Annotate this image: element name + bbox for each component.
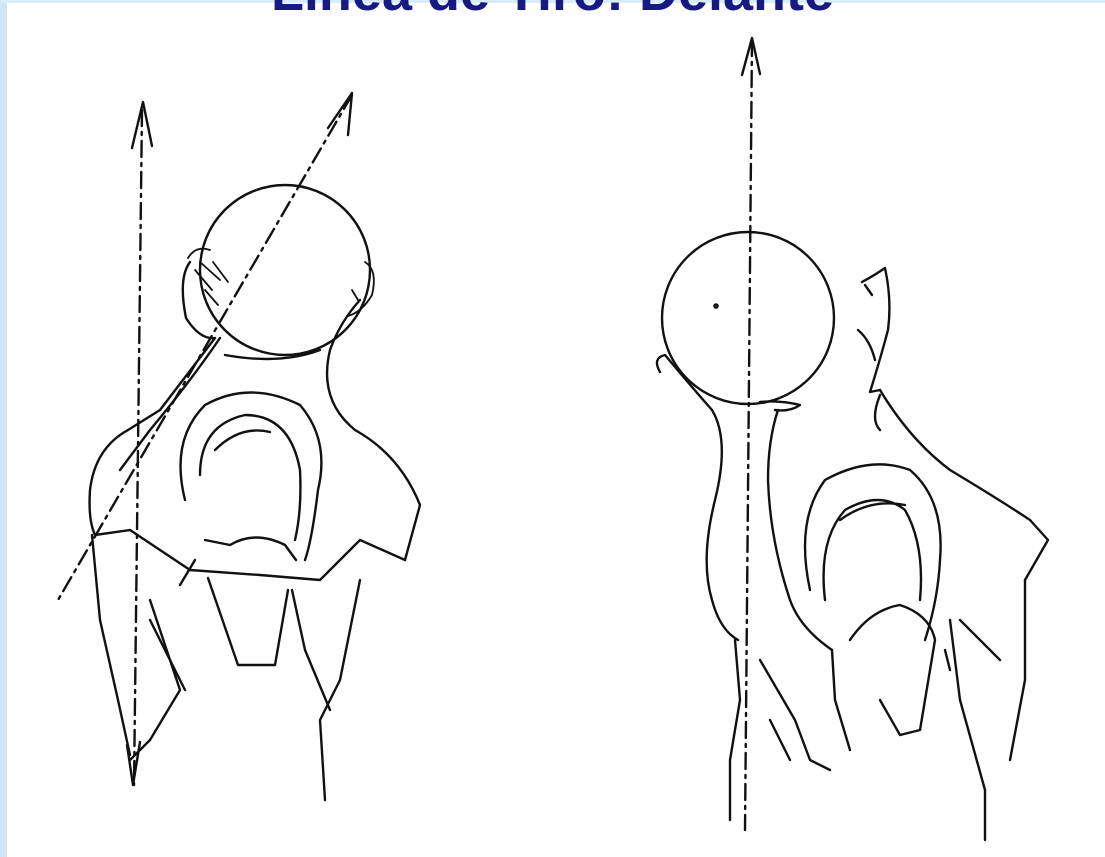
left-diagonal-pull-line [58, 95, 352, 600]
right-body-far-right [1010, 580, 1025, 760]
right-arm-outer [707, 410, 738, 640]
right-ball-dot [714, 304, 717, 307]
right-head-inner [824, 500, 921, 600]
right-ball [662, 232, 834, 404]
right-back-upper [875, 395, 880, 430]
left-body-left [92, 535, 130, 755]
right-body-left [730, 640, 740, 820]
right-figure-sketch [657, 38, 1048, 840]
right-head-line [840, 503, 905, 520]
left-head-line [215, 430, 270, 450]
left-body-mid [130, 600, 180, 760]
left-head-inner [200, 415, 300, 540]
left-body-right [320, 580, 360, 800]
right-body-right [950, 620, 985, 840]
left-neck [208, 578, 288, 665]
right-body-mid [832, 650, 850, 750]
right-off-hand-thumb [858, 330, 875, 360]
left-figure-sketch [58, 93, 420, 800]
left-body-inner [292, 590, 330, 710]
left-hand-hatch [188, 249, 228, 305]
right-neck [850, 605, 935, 735]
slide-title: Línea de Tiro: Delante [0, 0, 1105, 22]
left-arm-right [327, 300, 420, 560]
right-off-hand-finger [865, 285, 872, 295]
right-body-cross [770, 620, 1000, 760]
right-hand-left [657, 355, 712, 410]
left-collar [205, 538, 296, 561]
right-arm-inner [768, 410, 832, 650]
right-back-outline [880, 390, 1048, 580]
right-body-mid-left [760, 660, 830, 770]
right-vertical-pull-line [745, 40, 752, 830]
